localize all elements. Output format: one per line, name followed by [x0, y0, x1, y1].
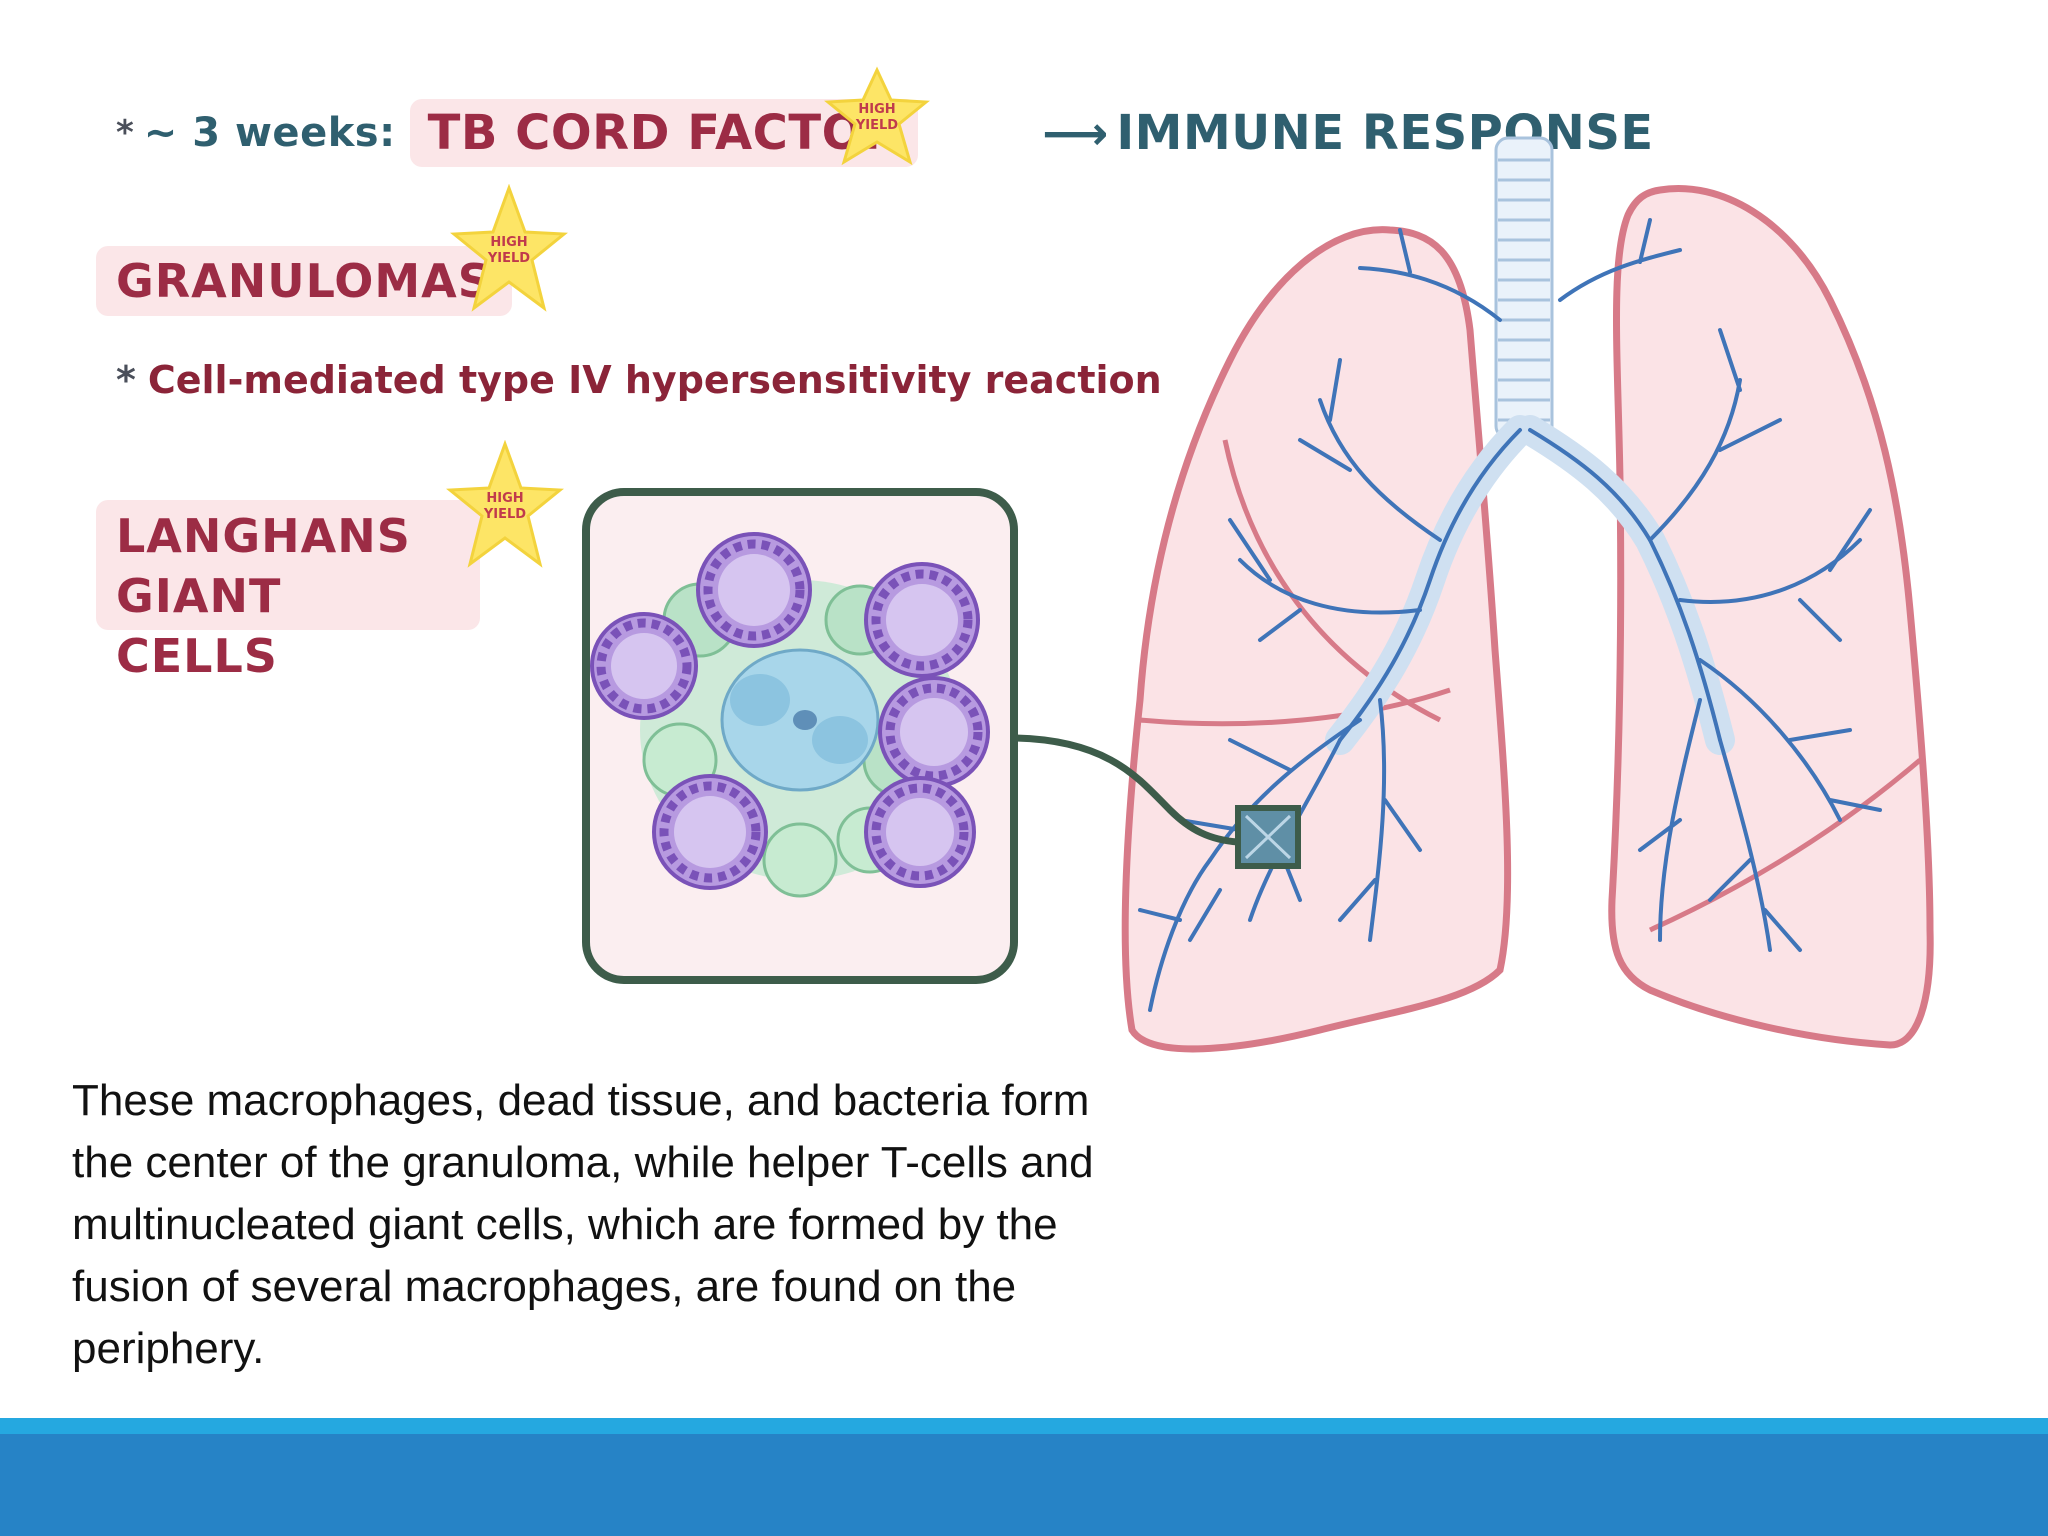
langhans-line2: GIANT CELLS	[116, 569, 282, 683]
giant-cell	[696, 532, 812, 648]
langhans-line1: LANGHANS	[116, 509, 411, 563]
high-label: HIGH	[486, 491, 523, 506]
high-yield-star-icon: HIGH YIELD	[824, 66, 930, 166]
weeks-label: ~ 3 weeks:	[143, 110, 396, 156]
bullet-asterisk: *	[116, 113, 134, 153]
giant-cell	[864, 776, 976, 888]
yield-label: YIELD	[483, 507, 526, 522]
trachea	[1494, 136, 1554, 440]
immune-response-label: IMMUNE RESPONSE	[1116, 105, 1654, 161]
timeline-row: * ~ 3 weeks: TB CORD FACTOR ⟶ IMMUNE RES…	[116, 99, 1654, 167]
right-lung	[1121, 226, 1512, 1053]
inset-connector	[1014, 734, 1239, 846]
bullet-asterisk: *	[116, 358, 136, 402]
high-label: HIGH	[858, 102, 895, 117]
giant-cell	[652, 774, 768, 890]
arrow-icon: ⟶	[1042, 106, 1109, 160]
bronchial-tree	[1138, 218, 1882, 1012]
yield-label: YIELD	[855, 118, 898, 133]
high-yield-star-icon: HIGH YIELD	[450, 184, 568, 312]
lungs-illustration	[582, 136, 1934, 1053]
footer-accent-line	[0, 1418, 2048, 1434]
yield-label: YIELD	[487, 251, 530, 266]
high-label: HIGH	[490, 235, 527, 250]
granulomas-label: GRANULOMAS	[96, 246, 512, 316]
caption-text: These macrophages, dead tissue, and bact…	[72, 1076, 1094, 1373]
cord-factor-label: TB CORD FACTOR	[409, 99, 919, 167]
high-yield-star-icon: HIGH YIELD	[446, 440, 564, 568]
giant-cell	[878, 676, 990, 788]
hypersensitivity-note: *Cell-mediated type IV hypersensitivity …	[116, 358, 1162, 402]
left-lung	[1608, 185, 1934, 1049]
giant-cells	[590, 532, 990, 890]
giant-cell	[590, 612, 698, 720]
hypersensitivity-text: Cell-mediated type IV hypersensitivity r…	[147, 358, 1162, 402]
footer-band	[0, 1434, 2048, 1536]
giant-cell	[864, 562, 980, 678]
langhans-giant-cells-label: LANGHANS GIANT CELLS	[96, 500, 480, 683]
